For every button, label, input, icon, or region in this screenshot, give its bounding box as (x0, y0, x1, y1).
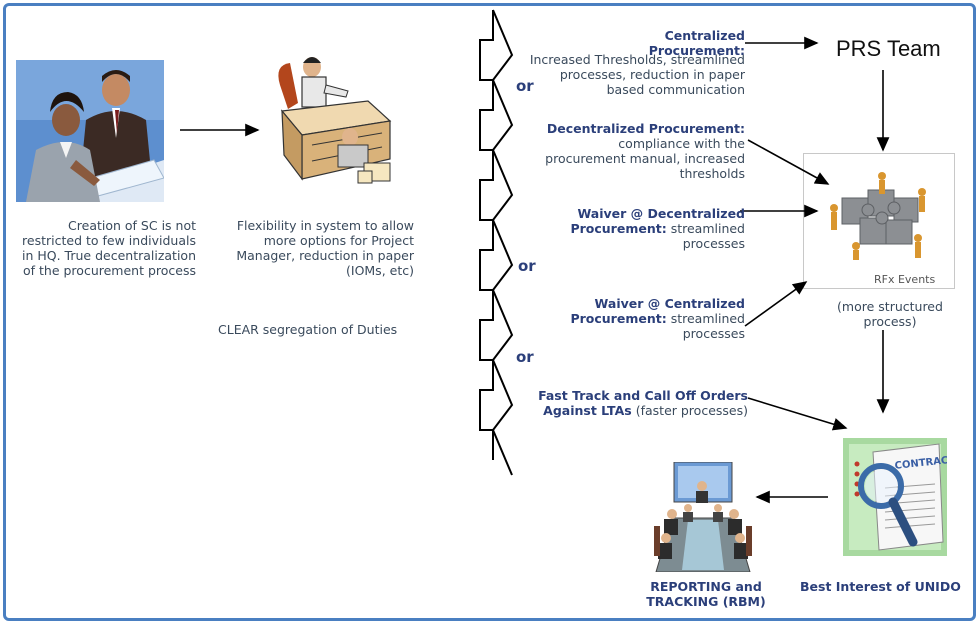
fasttrack-block: Fast Track and Call Off Orders Against L… (528, 388, 748, 418)
waiver-decentralized-block: Waiver @ Decentralized Procurement: stre… (560, 206, 745, 251)
best-interest-label: Best Interest of UNIDO (800, 579, 961, 594)
rfx-events-box: RFx Events (803, 153, 955, 289)
rfx-note: (more structured process) (837, 299, 943, 329)
or-label-2: or (518, 257, 536, 275)
left-caption: Creation of SC is not restricted to few … (22, 218, 196, 278)
arrow-decentralized-to-rfx (747, 139, 830, 185)
business-people-illustration (16, 60, 164, 202)
meeting-room-illustration (654, 462, 752, 572)
chevron-stack (479, 9, 514, 476)
fasttrack-title: Fast Track and Call Off Orders Against L… (538, 388, 748, 418)
rfx-events-label: RFx Events (874, 273, 936, 286)
reporting-label: REPORTING and TRACKING (RBM) (646, 579, 766, 609)
waiver-centralized-desc: streamlined processes (670, 311, 745, 341)
decentralized-desc: compliance with the procurement manual, … (545, 136, 745, 181)
decentralized-title: Decentralized Procurement: (546, 121, 745, 136)
waiver-decentralized-desc: streamlined processes (670, 221, 745, 251)
arrow-waiver-centralized-to-rfx (744, 281, 808, 327)
contract-magnifier-illustration: CONTRACT (843, 438, 947, 556)
puzzle-team-illustration (830, 172, 926, 260)
waiver-decentralized-title: Waiver @ Decentralized Procurement: (570, 206, 745, 236)
segregation-of-duties: CLEAR segregation of Duties (218, 322, 398, 337)
waiver-centralized-block: Waiver @ Centralized Procurement: stream… (562, 296, 745, 341)
arrow-fasttrack-to-contract (747, 397, 848, 431)
or-label-3: or (516, 348, 534, 366)
or-label-1: or (516, 77, 534, 95)
slide-frame (3, 3, 976, 621)
manager-at-desk-illustration (278, 57, 392, 184)
contract-word: CONTRACT (894, 455, 947, 472)
middle-caption: Flexibility in system to allow more opti… (236, 218, 414, 278)
fasttrack-desc: (faster processes) (635, 403, 748, 418)
centralized-desc: Increased Thresholds, streamlined proces… (529, 52, 745, 97)
centralized-title: Centralized Procurement: (648, 28, 745, 58)
decentralized-block: Decentralized Procurement: compliance wi… (540, 121, 745, 181)
waiver-centralized-title: Waiver @ Centralized Procurement: (570, 296, 745, 326)
prs-team-label: PRS Team (836, 36, 941, 61)
